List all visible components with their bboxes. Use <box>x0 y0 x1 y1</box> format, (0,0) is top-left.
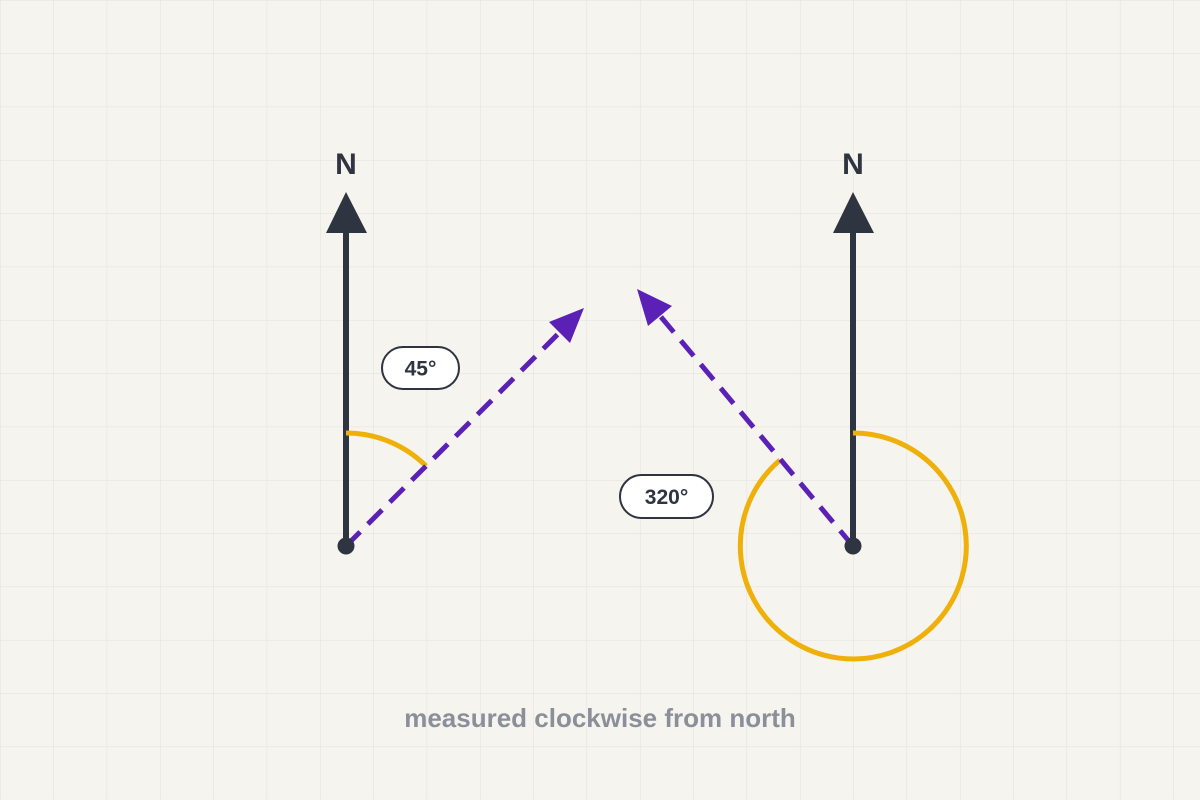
angle-arc-45 <box>345 430 428 468</box>
angle-label-box-45 <box>381 346 460 390</box>
bearing-arrow-head-320 <box>637 289 672 326</box>
origin-dot-right <box>844 537 862 555</box>
origin-dot-left <box>337 537 355 555</box>
bearing-arrow-head-45 <box>549 308 584 343</box>
diagram-caption: measured clockwise from north <box>404 703 796 733</box>
bearing-diagram-45: N 45° <box>326 148 584 555</box>
north-label-right: N <box>842 148 864 181</box>
bearing-diagram-320: N 320° <box>619 148 969 662</box>
north-label-left: N <box>335 148 357 181</box>
bearing-arrow-shaft-45 <box>344 330 562 548</box>
bearing-arrow-shaft-320 <box>654 309 855 548</box>
north-arrow-head-left <box>326 192 367 233</box>
north-arrow-head-right <box>833 192 874 233</box>
angle-label-45: 45° <box>405 358 437 381</box>
angle-label-box-320 <box>619 474 714 519</box>
angle-label-320: 320° <box>645 486 688 509</box>
angle-arc-320 <box>737 430 969 662</box>
